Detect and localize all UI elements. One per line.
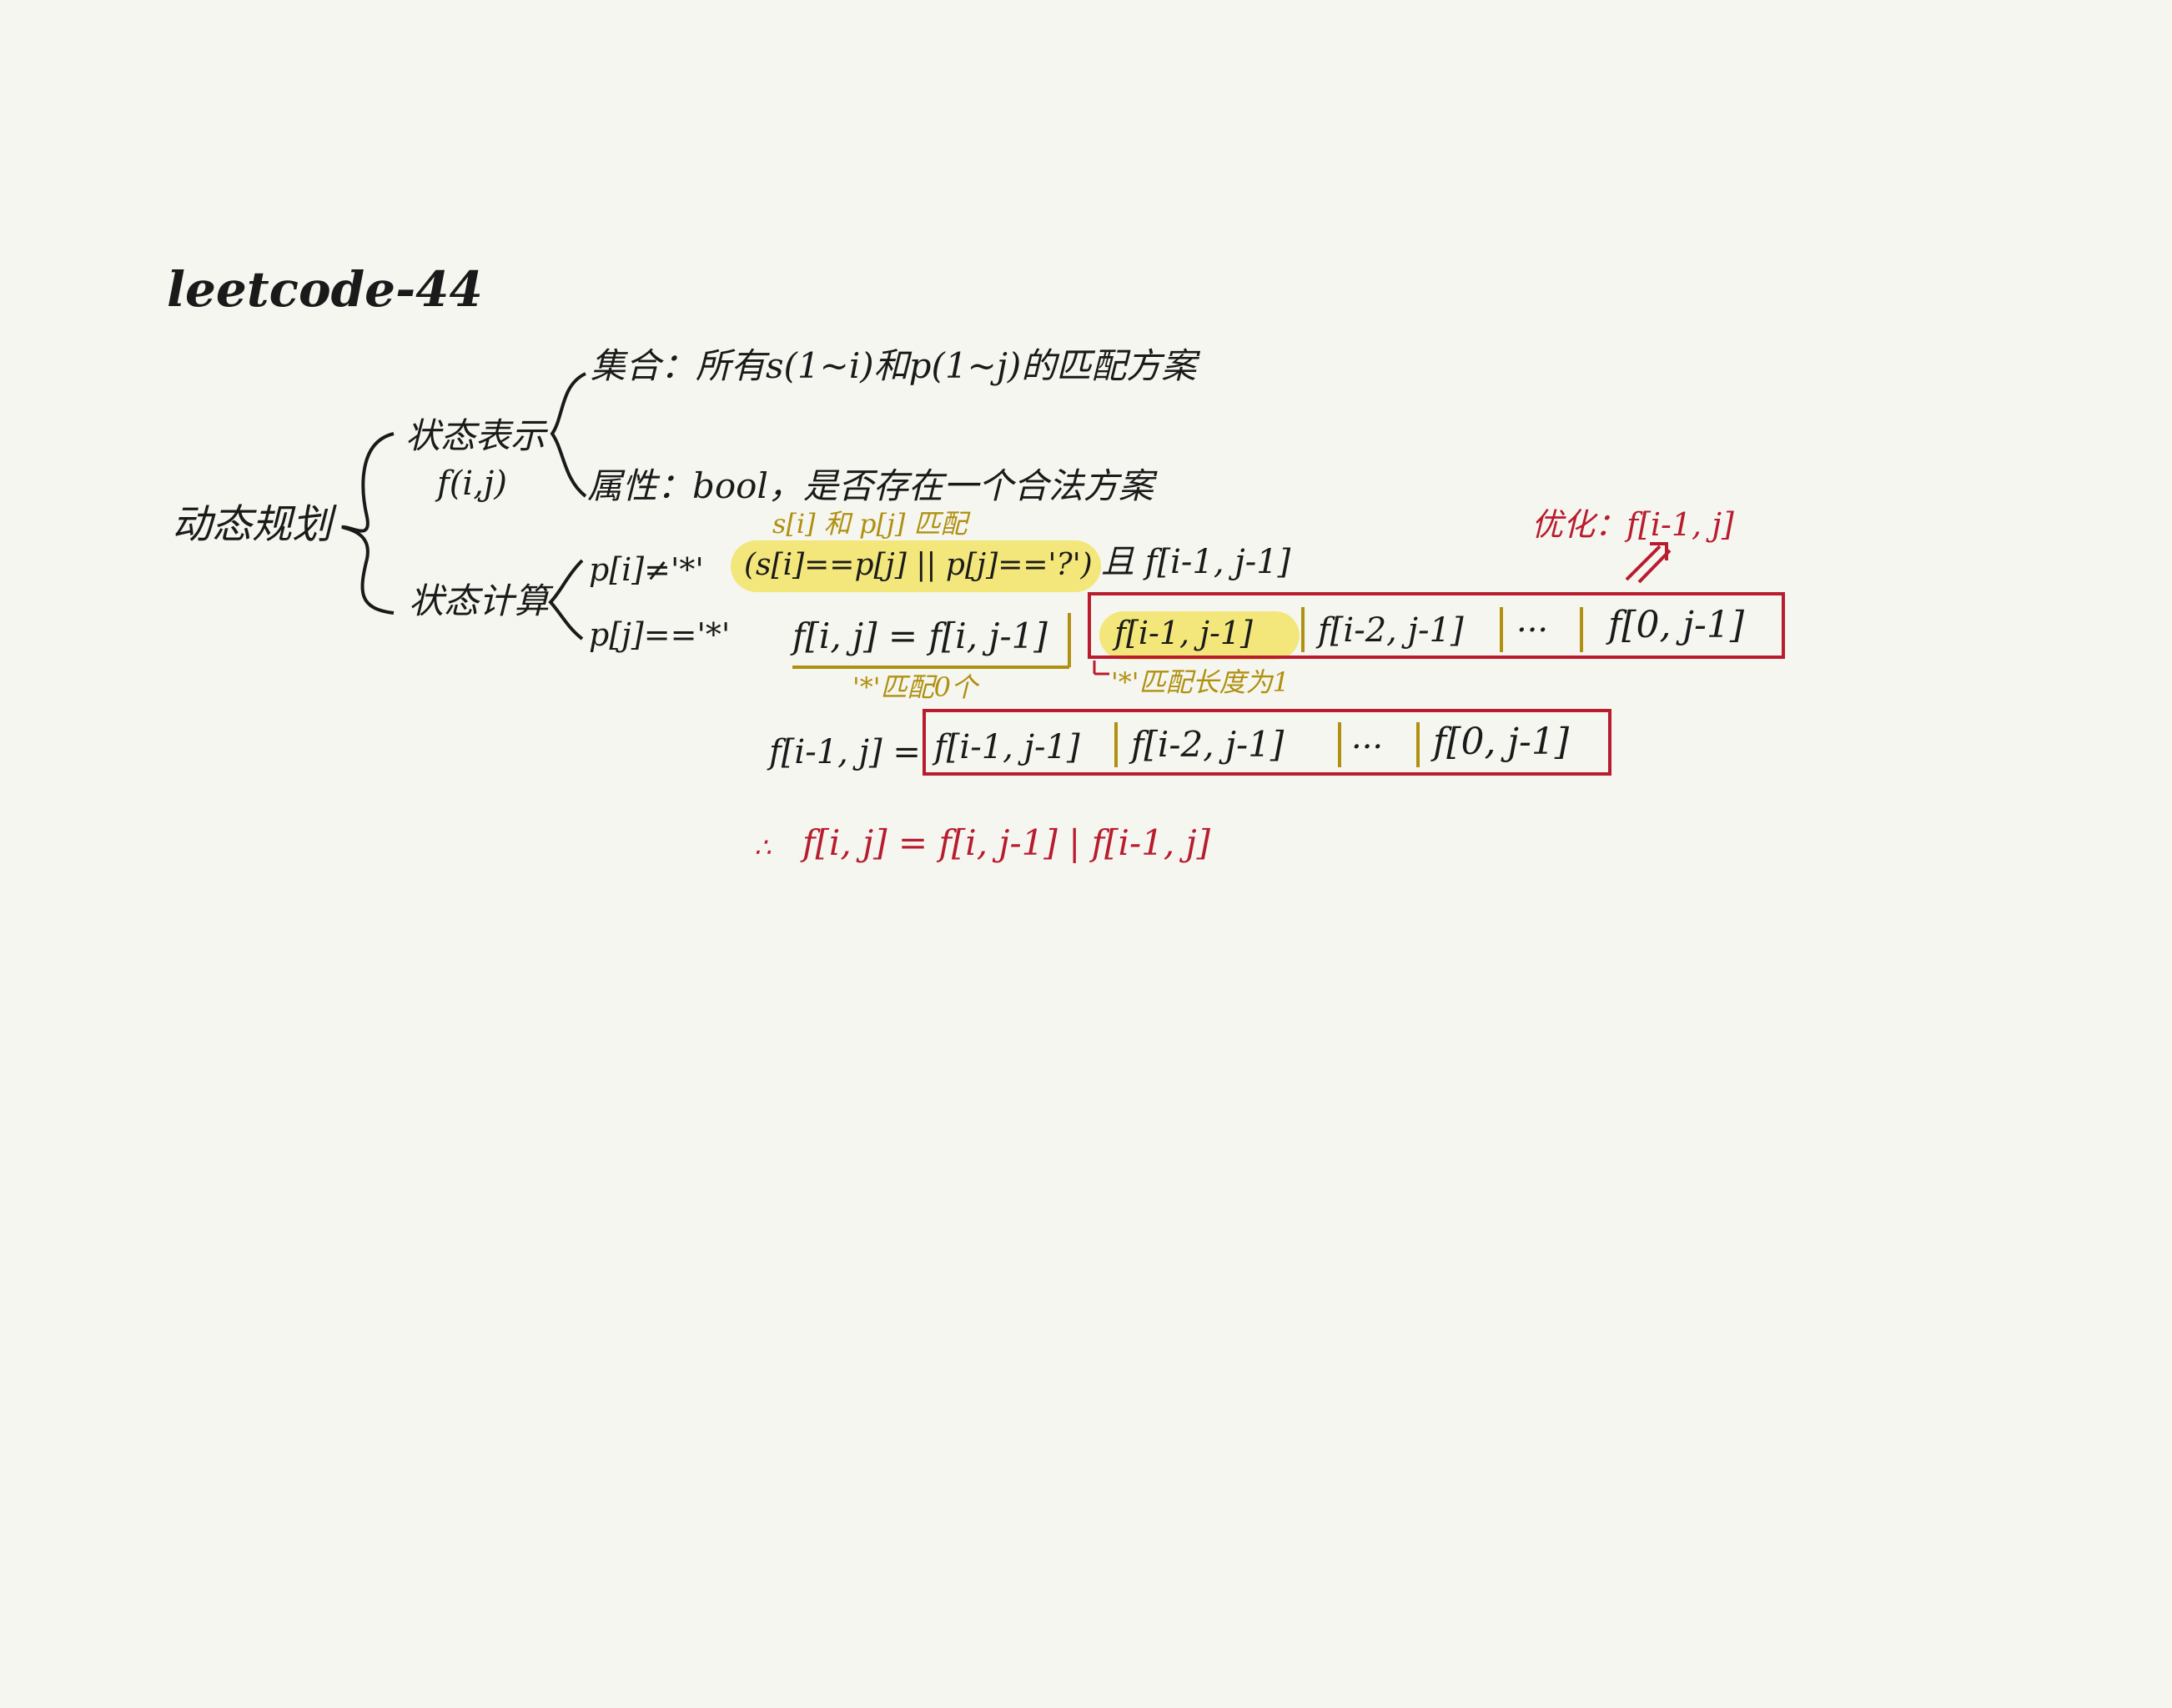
row1-term-4: f[0, j-1] xyxy=(1608,604,1745,646)
row2-term-3: ··· xyxy=(1351,728,1384,766)
redbox-row2 xyxy=(923,709,1611,776)
row1-term-3: ··· xyxy=(1516,611,1549,650)
case2-lhs: f[i, j] = f[i, j-1] xyxy=(792,615,1048,656)
result-formula: f[i, j] = f[i, j-1] | f[i-1, j] xyxy=(802,822,1210,863)
case2-condition: p[j]=='*' xyxy=(589,616,731,653)
page-title: leetcode-44 xyxy=(167,261,483,318)
case2-lhs-note: '*'匹配0个 xyxy=(852,671,978,703)
highlight-case1-expr xyxy=(731,540,1101,592)
optimize-arrow xyxy=(1625,542,1672,584)
optimize-note: 优化：f[i-1, j] xyxy=(1531,506,1734,543)
row1-term-note: '*'匹配长度为1 xyxy=(1111,666,1290,698)
state-repr-sub: f(i,j) xyxy=(437,465,507,503)
red-bracket-under-row1 xyxy=(1093,661,1109,676)
state-repr-attr: 属性：bool，是否存在一个合法方案 xyxy=(587,465,1154,506)
state-repr-label: 状态表示 xyxy=(405,415,546,456)
case1-tail: 且 f[i-1, j-1] xyxy=(1101,543,1291,581)
state-repr-set: 集合：所有s(1~i)和p(1~j)的匹配方案 xyxy=(591,345,1197,386)
highlight-term-f-i-1-j-1 xyxy=(1099,611,1300,660)
result-therefore: ∴ xyxy=(754,831,772,863)
row2-term-1: f[i-1, j-1] xyxy=(934,728,1080,766)
row2-term-2: f[i-2, j-1] xyxy=(1131,724,1285,765)
case1-expression: (s[i]==p[j] || p[j]=='?') xyxy=(744,548,1093,582)
case1-note: s[i] 和 p[j] 匹配 xyxy=(772,508,968,540)
redbox-row1 xyxy=(1088,592,1785,659)
brace-root xyxy=(341,432,395,615)
row1-term-2: f[i-2, j-1] xyxy=(1318,611,1464,650)
expand-lhs: f[i-1, j] = xyxy=(769,733,921,771)
row1-term-1: f[i-1, j-1] xyxy=(1114,615,1253,651)
root-node-label: 动态规划 xyxy=(172,501,333,548)
row2-term-4: f[0, j-1] xyxy=(1433,721,1570,763)
case1-condition: p[i]≠'*' xyxy=(589,551,704,588)
brace-state-repr xyxy=(550,372,587,498)
state-calc-label: 状态计算 xyxy=(409,580,550,621)
brace-state-calc xyxy=(548,559,584,640)
